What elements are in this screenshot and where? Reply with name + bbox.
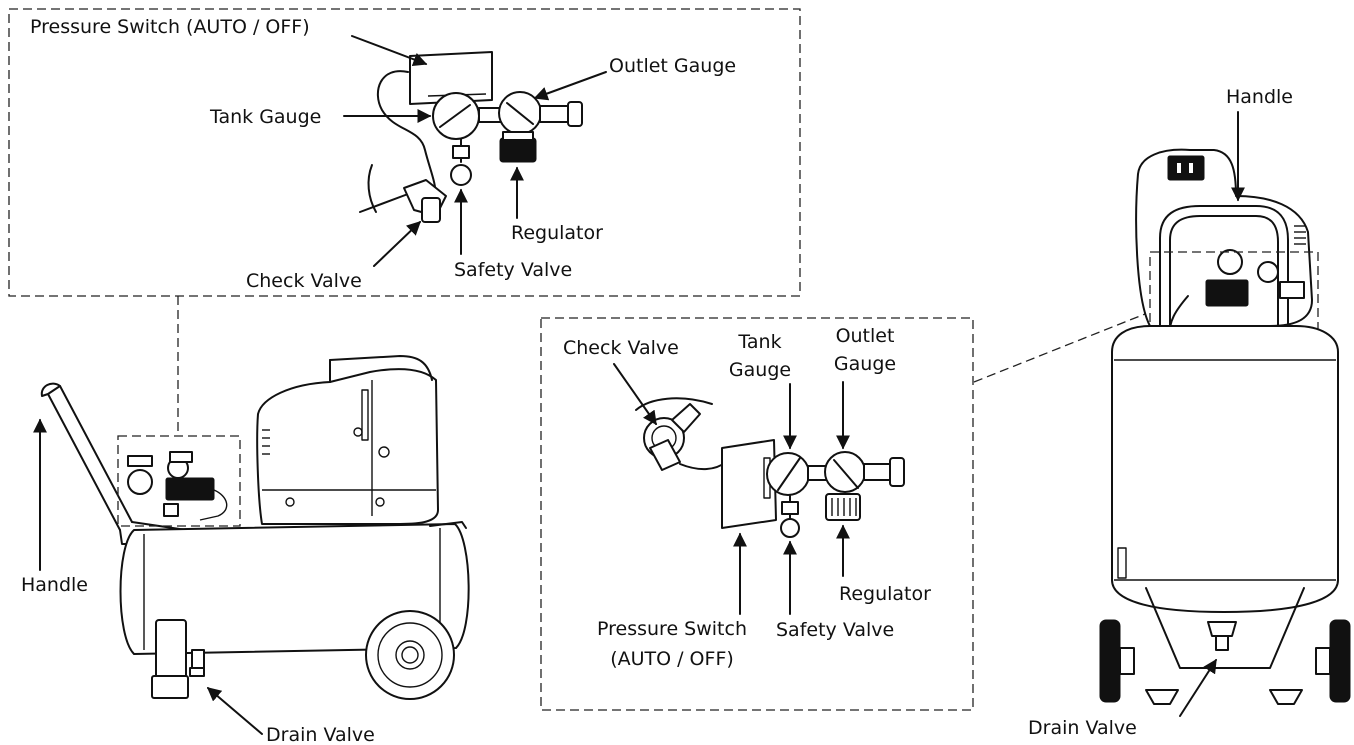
- label-tank-gauge-right-2: Gauge: [729, 359, 791, 381]
- safety-valve-ring: [450, 164, 472, 186]
- label-pressure-switch-right-2: (AUTO / OFF): [610, 648, 734, 670]
- label-outlet-gauge-right-1: Outlet: [836, 325, 895, 347]
- horizontal-inset-marker: [117, 435, 241, 527]
- label-drain-valve-horizontal: Drain Valve: [266, 724, 375, 745]
- regulator-knob: [499, 137, 537, 163]
- label-pressure-switch: Pressure Switch (AUTO / OFF): [30, 16, 310, 38]
- inset-top-frame: [8, 8, 801, 297]
- label-tank-gauge-right-1: Tank: [737, 331, 781, 353]
- regulator-knob-right: [825, 493, 861, 521]
- inset-right-detail: Check Valve Tank Gauge Outlet Gauge Regu…: [540, 317, 974, 711]
- label-drain-valve-vertical: Drain Valve: [1028, 717, 1137, 739]
- inset-top-detail: Pressure Switch (AUTO / OFF) Outlet Gaug…: [8, 8, 801, 297]
- label-regulator: Regulator: [511, 222, 603, 244]
- label-outlet-gauge-right-2: Gauge: [834, 353, 896, 375]
- label-safety-valve-right: Safety Valve: [776, 619, 894, 641]
- pressure-switch-box-right: [721, 439, 777, 529]
- vertical-tank: [1111, 325, 1339, 613]
- left-wheel: [1099, 619, 1121, 703]
- label-check-valve: Check Valve: [246, 270, 362, 292]
- pressure-switch-box: [409, 51, 493, 105]
- inset-right-leader: [973, 311, 1151, 383]
- label-pressure-switch-right-1: Pressure Switch: [597, 618, 747, 640]
- label-handle-horizontal: Handle: [21, 574, 88, 596]
- inset-right-frame: [540, 317, 974, 711]
- hose-loop: [377, 70, 437, 199]
- label-regulator-right: Regulator: [839, 583, 931, 605]
- label-tank-gauge: Tank Gauge: [209, 106, 321, 128]
- vertical-handle: [1159, 205, 1289, 441]
- label-handle-vertical: Handle: [1226, 86, 1293, 108]
- right-wheel: [1329, 619, 1351, 703]
- motor-housing: [256, 368, 439, 525]
- label-check-valve-right: Check Valve: [563, 337, 679, 359]
- vertical-compressor: Handle Drain Valve: [1028, 86, 1351, 739]
- label-safety-valve: Safety Valve: [454, 259, 572, 281]
- label-outlet-gauge: Outlet Gauge: [609, 55, 736, 77]
- wheel: [365, 610, 455, 700]
- horizontal-compressor: Handle Drain Valve: [21, 355, 470, 745]
